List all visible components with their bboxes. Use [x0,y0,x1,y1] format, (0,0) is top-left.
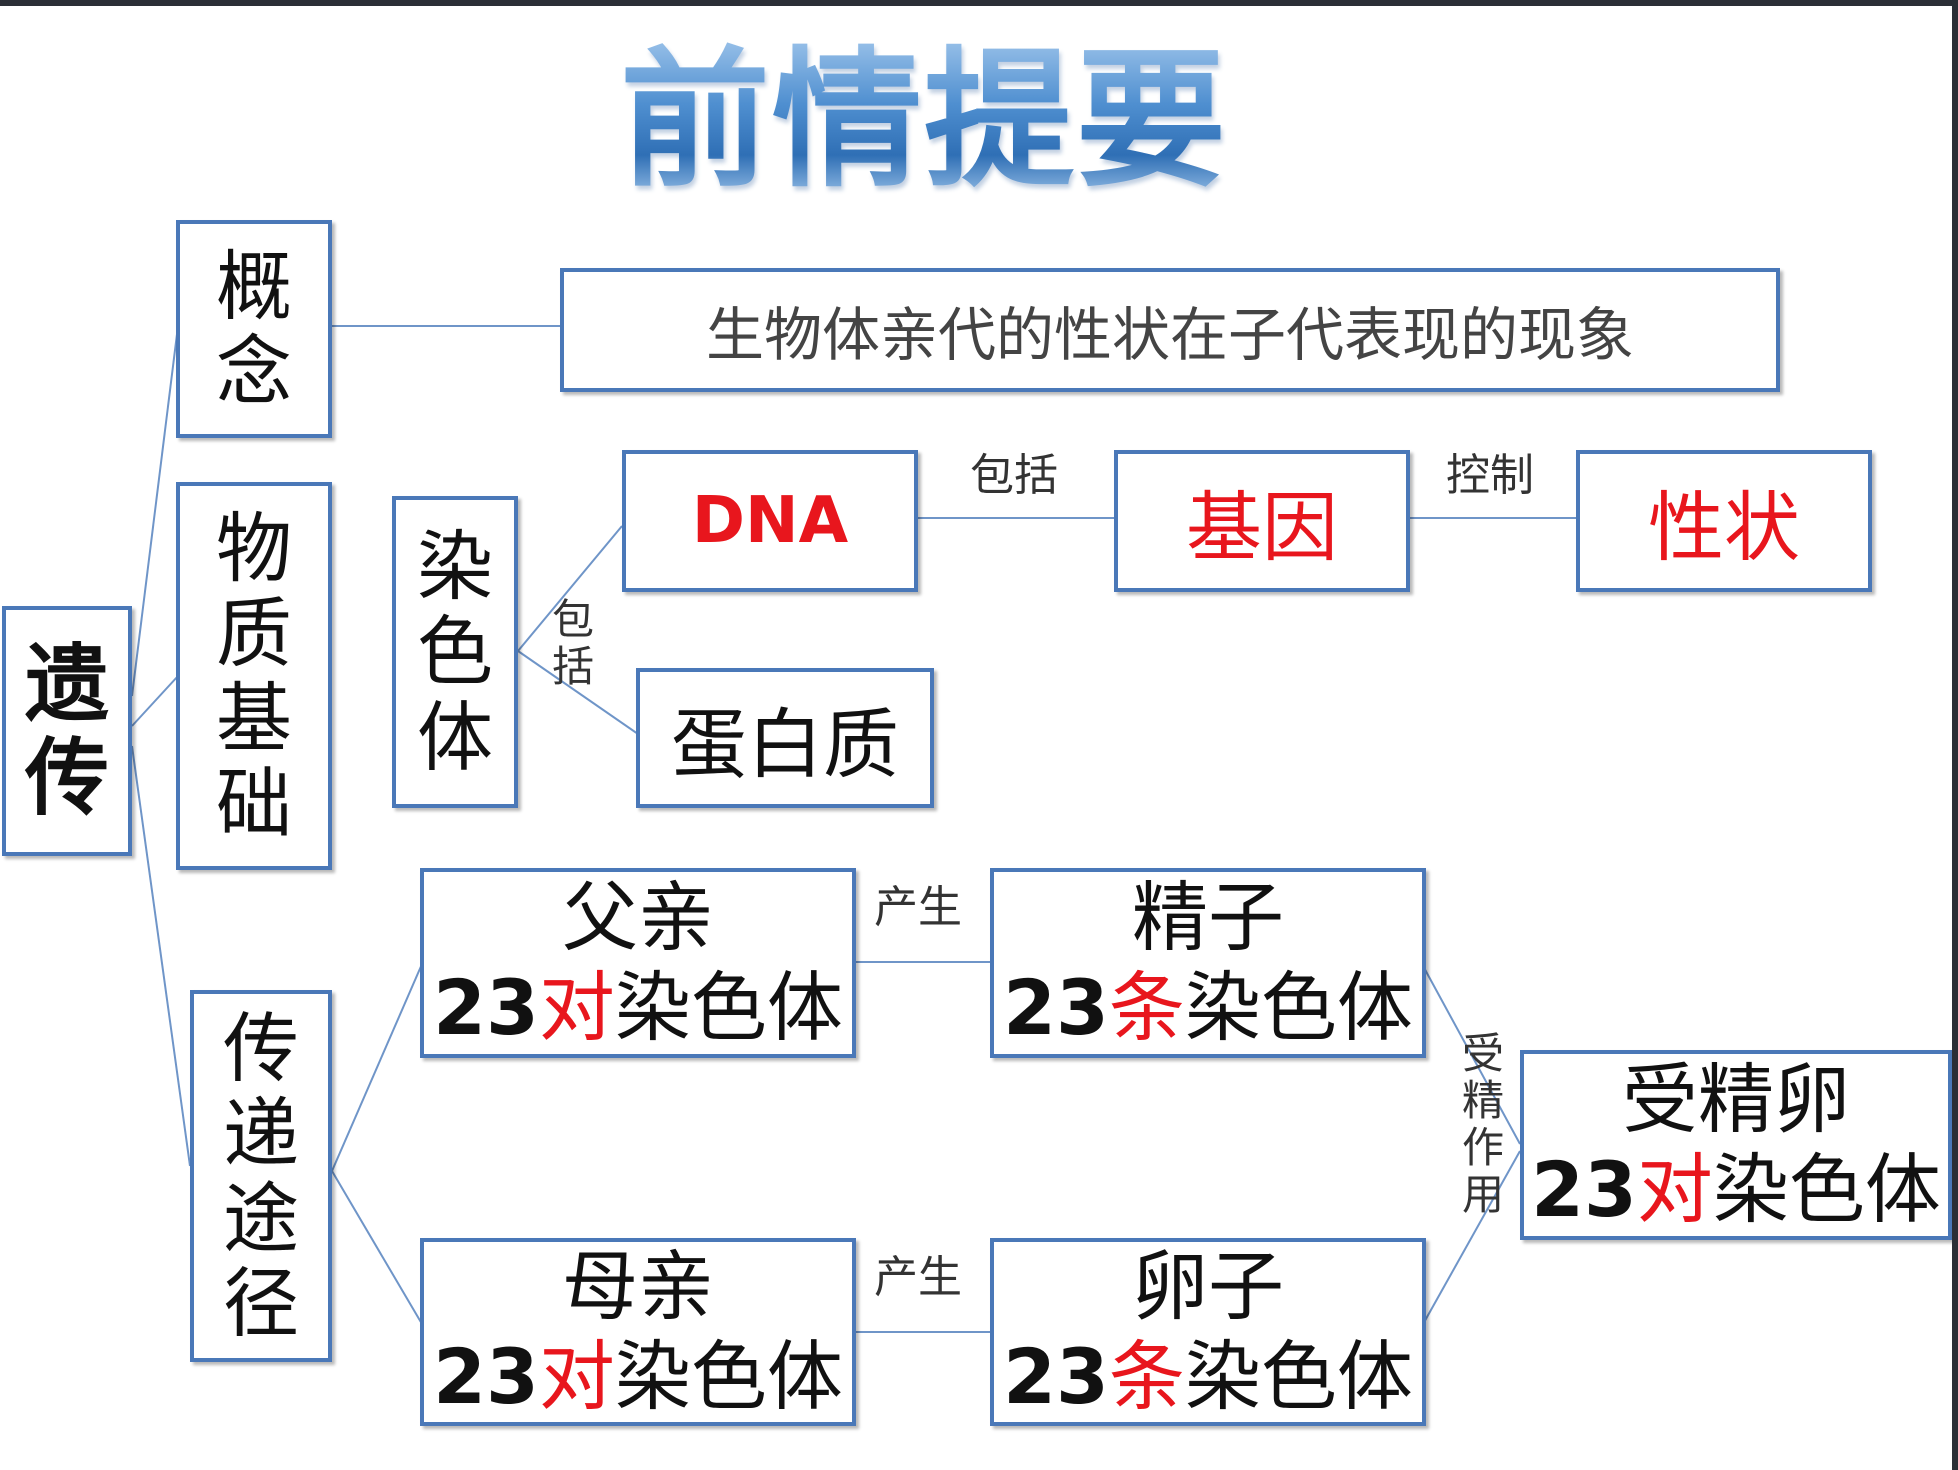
edge-root-transmission [131,745,191,1167]
window-edge [1952,0,1958,1470]
connector-lines [131,325,1576,1333]
gene-node: 基因 [1114,450,1410,592]
edge-label-char: 包 [552,595,595,644]
edge-label-char: 精 [1462,1076,1505,1126]
transmission-node: 传 递 途 径 [190,990,332,1362]
concept-node: 概 念 [176,220,332,438]
mother-chromosomes: 23对染色体 [433,1332,843,1422]
dna-gene-edge-label: 包括 [970,450,1058,501]
chromosome-char: 体 [417,692,493,782]
material-char: 物 [216,503,292,593]
edge-label-char: 作 [1462,1123,1505,1173]
root-node: 遗 传 [2,606,132,856]
material-basis-node: 物 质 基 础 [176,482,332,870]
material-char: 质 [216,588,292,678]
father-count: 23 [433,963,539,1052]
fertilization-edge-label: 受 精 作 用 [1462,1030,1504,1218]
transmission-char: 途 [223,1174,299,1263]
edge-label-char: 括 [552,642,595,692]
concept-char: 念 [216,327,292,416]
egg-chromosomes: 23条染色体 [1003,1332,1413,1422]
father-tail: 染色体 [614,963,843,1052]
edge-trans-father [331,963,423,1172]
zygote-tail: 染色体 [1712,1145,1941,1234]
edge-egg-zygote [1421,1150,1521,1327]
edge-label-char: 受 [1462,1029,1505,1078]
edge-root-concept [131,325,179,697]
mother-unit: 对 [538,1332,615,1421]
concept-definition: 生物体亲代的性状在子代表现的现象 [560,268,1780,392]
zygote-name: 受精卵 [1622,1055,1850,1145]
mother-produce-label: 产生 [874,1252,962,1303]
transmission-char: 传 [223,1003,299,1093]
zygote-node: 受精卵 23对染色体 [1520,1050,1952,1240]
chromosome-char: 染 [417,522,493,612]
egg-count: 23 [1003,1332,1109,1421]
transmission-char: 递 [223,1088,299,1178]
sperm-name: 精子 [1132,873,1284,963]
zygote-count: 23 [1531,1145,1637,1234]
egg-tail: 染色体 [1184,1332,1413,1421]
father-node: 父亲 23对染色体 [420,868,856,1058]
sperm-chromosomes: 23条染色体 [1003,963,1413,1053]
chromosome-node: 染 色 体 [392,496,518,808]
chromosome-edge-label: 包 括 [552,596,594,690]
mother-name: 母亲 [562,1242,714,1332]
father-chromosomes: 23对染色体 [433,963,843,1053]
page-title: 前情提要 [620,36,1260,206]
egg-name: 卵子 [1132,1242,1284,1332]
egg-node: 卵子 23条染色体 [990,1238,1426,1426]
father-unit: 对 [538,963,615,1052]
edge-sperm-zygote [1421,963,1521,1145]
chromosome-char: 色 [417,607,493,697]
edge-root-material [131,675,179,727]
egg-unit: 条 [1108,1332,1185,1421]
transmission-char: 径 [223,1259,299,1349]
material-char: 基 [216,674,292,763]
sperm-node: 精子 23条染色体 [990,868,1426,1058]
mother-count: 23 [433,1332,539,1421]
concept-char: 概 [216,241,292,331]
edge-chromosome-dna [517,525,623,652]
edge-label-char: 用 [1462,1170,1505,1220]
root-char: 遗 [24,633,109,733]
mother-node: 母亲 23对染色体 [420,1238,856,1426]
edge-trans-mother [331,1170,423,1325]
zygote-unit: 对 [1636,1145,1713,1234]
sperm-unit: 条 [1108,963,1185,1052]
zygote-chromosomes: 23对染色体 [1531,1145,1941,1235]
edge-chromosome-protein [517,650,639,735]
dna-node: DNA [622,450,918,592]
slide: 前情提要 遗 传 概 念 生物体亲代的性状在子代表现的现象 物 质 基 础 染 … [0,6,1952,1470]
trait-node: 性状 [1576,450,1872,592]
protein-node: 蛋白质 [636,668,934,808]
material-char: 础 [216,759,292,849]
mother-tail: 染色体 [614,1332,843,1421]
father-name: 父亲 [562,873,714,963]
root-char: 传 [24,728,109,827]
sperm-tail: 染色体 [1184,963,1413,1052]
sperm-count: 23 [1003,963,1109,1052]
gene-trait-edge-label: 控制 [1446,450,1534,501]
father-produce-label: 产生 [874,882,962,933]
